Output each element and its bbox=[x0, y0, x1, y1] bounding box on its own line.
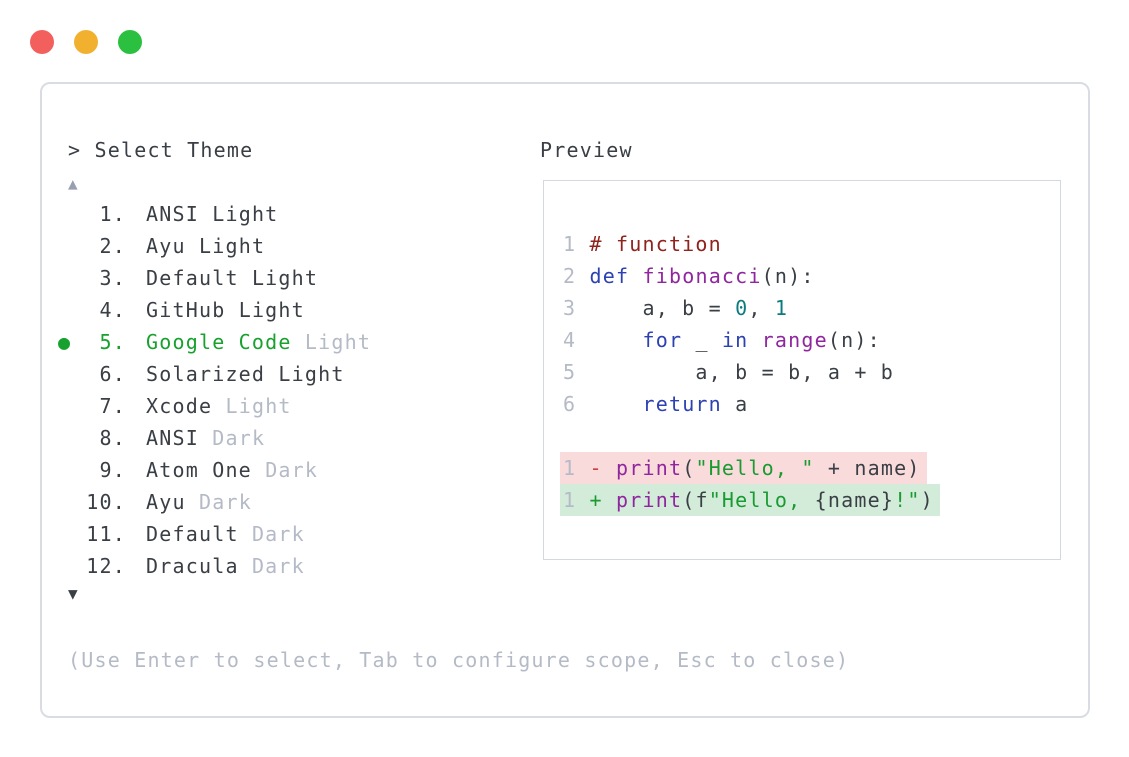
code-line: 2 def fibonacci(n): bbox=[563, 264, 815, 288]
code-line: 5 a, b = b, a + b bbox=[563, 360, 895, 384]
code-line: 4 for _ in range(n): bbox=[563, 328, 881, 352]
theme-name: Default Dark bbox=[146, 522, 305, 546]
theme-list: 1. ANSI Light 2. Ayu Light 3. Default Light 4.… bbox=[58, 198, 371, 582]
maximize-window-button[interactable] bbox=[118, 30, 142, 54]
code-line: 6 return a bbox=[563, 392, 749, 416]
minimize-window-button[interactable] bbox=[74, 30, 98, 54]
preview-label: Preview bbox=[540, 138, 633, 162]
preview-box: 1 # function 2 def fibonacci(n): 3 a, b = … bbox=[543, 180, 1061, 560]
theme-number: 8. bbox=[99, 426, 126, 450]
theme-number: 10. bbox=[86, 490, 126, 514]
theme-list-item[interactable]: 6. Solarized Light bbox=[58, 358, 371, 390]
select-theme-prompt: > Select Theme bbox=[68, 138, 254, 162]
theme-list-item[interactable]: ● 5. Google Code Light bbox=[58, 326, 371, 358]
keyboard-hint: (Use Enter to select, Tab to configure s… bbox=[68, 648, 850, 672]
scroll-up-icon[interactable]: ▲ bbox=[68, 174, 78, 193]
diff-line-added: 1 + print(f"Hello, {name}!") bbox=[560, 484, 940, 516]
theme-name: ANSI Dark bbox=[146, 426, 266, 450]
theme-number: 4. bbox=[99, 298, 126, 322]
theme-number: 7. bbox=[99, 394, 126, 418]
theme-number: 5. bbox=[99, 330, 126, 354]
theme-picker-panel: > Select Theme ▲ 1. ANSI Light 2. Ayu Light… bbox=[40, 82, 1090, 718]
close-window-button[interactable] bbox=[30, 30, 54, 54]
theme-list-item[interactable]: 3. Default Light bbox=[58, 262, 371, 294]
theme-list-item[interactable]: 2. Ayu Light bbox=[58, 230, 371, 262]
theme-name: Solarized Light bbox=[146, 362, 345, 386]
theme-list-item[interactable]: 7. Xcode Light bbox=[58, 390, 371, 422]
code-line: 1 # function bbox=[563, 232, 722, 256]
code-preview: 1 # function 2 def fibonacci(n): 3 a, b = … bbox=[544, 181, 1060, 516]
theme-name: Ayu Dark bbox=[146, 490, 252, 514]
theme-name: Atom One Dark bbox=[146, 458, 319, 482]
theme-number: 1. bbox=[99, 202, 126, 226]
theme-list-item[interactable]: 12. Dracula Dark bbox=[58, 550, 371, 582]
theme-name: Ayu Light bbox=[146, 234, 266, 258]
theme-list-item[interactable]: 4. GitHub Light bbox=[58, 294, 371, 326]
theme-number: 11. bbox=[86, 522, 126, 546]
theme-number: 12. bbox=[86, 554, 126, 578]
scroll-down-icon[interactable]: ▼ bbox=[68, 584, 78, 603]
theme-list-item[interactable]: 11. Default Dark bbox=[58, 518, 371, 550]
theme-list-item[interactable]: 9. Atom One Dark bbox=[58, 454, 371, 486]
theme-name: Google Code Light bbox=[146, 330, 372, 354]
theme-name: GitHub Light bbox=[146, 298, 305, 322]
theme-name: Xcode Light bbox=[146, 394, 292, 418]
theme-list-item[interactable]: 10. Ayu Dark bbox=[58, 486, 371, 518]
theme-list-item[interactable]: 8. ANSI Dark bbox=[58, 422, 371, 454]
theme-name: ANSI Light bbox=[146, 202, 279, 226]
theme-number: 6. bbox=[99, 362, 126, 386]
diff-line-removed: 1 - print("Hello, " + name) bbox=[560, 452, 927, 484]
theme-number: 3. bbox=[99, 266, 126, 290]
code-line: 3 a, b = 0, 1 bbox=[563, 296, 789, 320]
selected-bullet-icon: ● bbox=[58, 330, 72, 354]
window-controls bbox=[30, 30, 142, 54]
theme-number: 9. bbox=[99, 458, 126, 482]
theme-name: Default Light bbox=[146, 266, 319, 290]
theme-number: 2. bbox=[99, 234, 126, 258]
theme-name: Dracula Dark bbox=[146, 554, 305, 578]
theme-list-item[interactable]: 1. ANSI Light bbox=[58, 198, 371, 230]
